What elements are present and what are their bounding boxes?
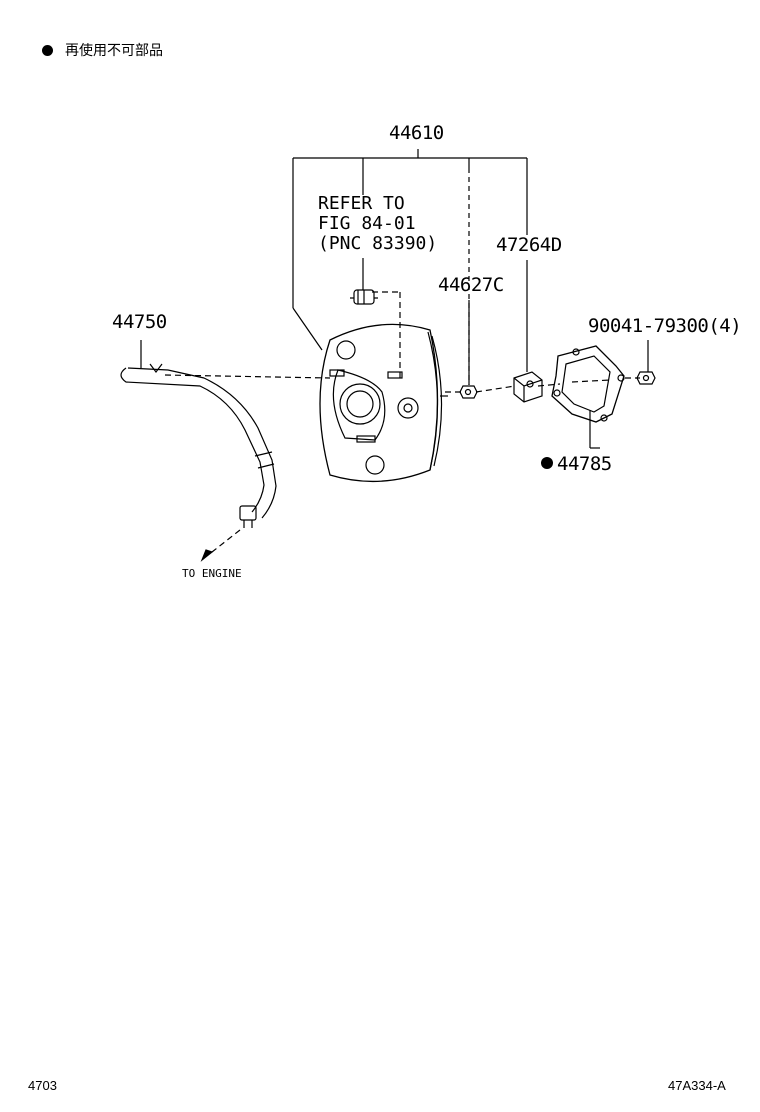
- label-to-engine: TO ENGINE: [182, 567, 242, 580]
- brake-booster: [319, 323, 448, 483]
- gasket-44785: [551, 345, 625, 423]
- arrow-to-engine-icon: [200, 549, 214, 562]
- label-44627C: 44627C: [438, 274, 504, 296]
- label-47264D: 47264D: [496, 234, 562, 256]
- label-44610: 44610: [389, 122, 444, 144]
- check-valve: [350, 289, 378, 305]
- label-refer-line1: REFER TO: [318, 193, 405, 214]
- label-44785-text: 44785: [557, 453, 612, 475]
- nut-44627C: [459, 385, 478, 399]
- nut-90041: [636, 371, 656, 385]
- legend-non-reusable: 再使用不可部品: [42, 40, 163, 60]
- label-refer-line2: FIG 84-01: [318, 213, 416, 234]
- label-90041-79300: 90041-79300(4): [588, 315, 742, 337]
- bullet-icon: [42, 44, 53, 56]
- label-44785: 44785: [541, 455, 612, 474]
- clevis-47264D: [513, 371, 543, 403]
- footer-figure-code: 47A334-A: [668, 1078, 726, 1093]
- non-reusable-bullet-icon: [541, 456, 553, 469]
- assembly-lines: [164, 291, 640, 553]
- vacuum-hose-44750: [120, 363, 277, 528]
- footer-page-number: 4703: [28, 1078, 57, 1093]
- legend-text: 再使用不可部品: [65, 43, 163, 59]
- label-refer-line3: (PNC 83390): [318, 233, 438, 254]
- label-44750: 44750: [112, 311, 167, 333]
- leader-44610: [292, 149, 528, 385]
